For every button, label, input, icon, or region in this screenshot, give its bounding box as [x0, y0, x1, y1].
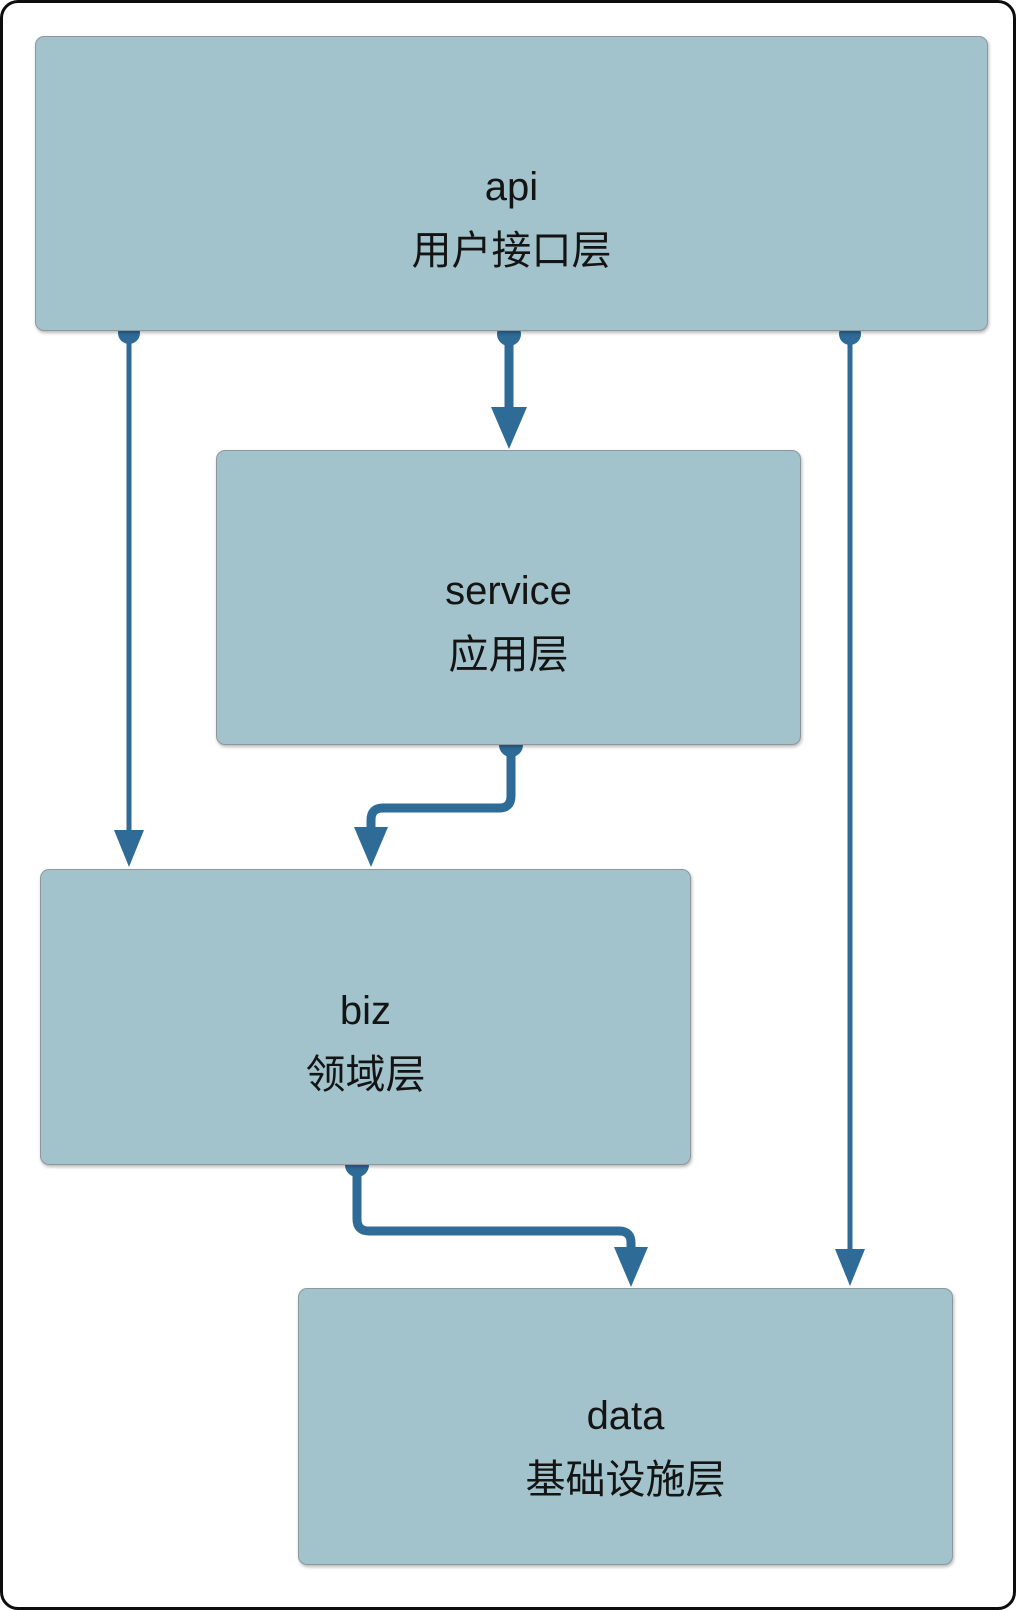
edge-api-to-biz	[114, 322, 144, 867]
node-api-label: 用户接口层	[411, 228, 612, 273]
node-biz-name: biz	[339, 989, 392, 1033]
node-data-label: 基础设施层	[525, 1457, 726, 1502]
node-api: api 用户接口层	[35, 36, 988, 331]
edge-api-to-service	[491, 322, 527, 449]
node-biz: biz 领域层	[40, 869, 691, 1165]
node-service-name: service	[445, 568, 572, 613]
edge-biz-to-data	[345, 1153, 648, 1287]
node-biz-label: 领域层	[305, 1053, 426, 1097]
node-data-name: data	[586, 1393, 665, 1438]
node-data: data 基础设施层	[298, 1288, 953, 1565]
node-service: service 应用层	[216, 450, 801, 745]
node-api-name: api	[484, 164, 539, 209]
edge-api-to-data	[835, 323, 865, 1286]
edge-service-to-biz	[354, 733, 523, 867]
node-service-label: 应用层	[448, 632, 569, 677]
